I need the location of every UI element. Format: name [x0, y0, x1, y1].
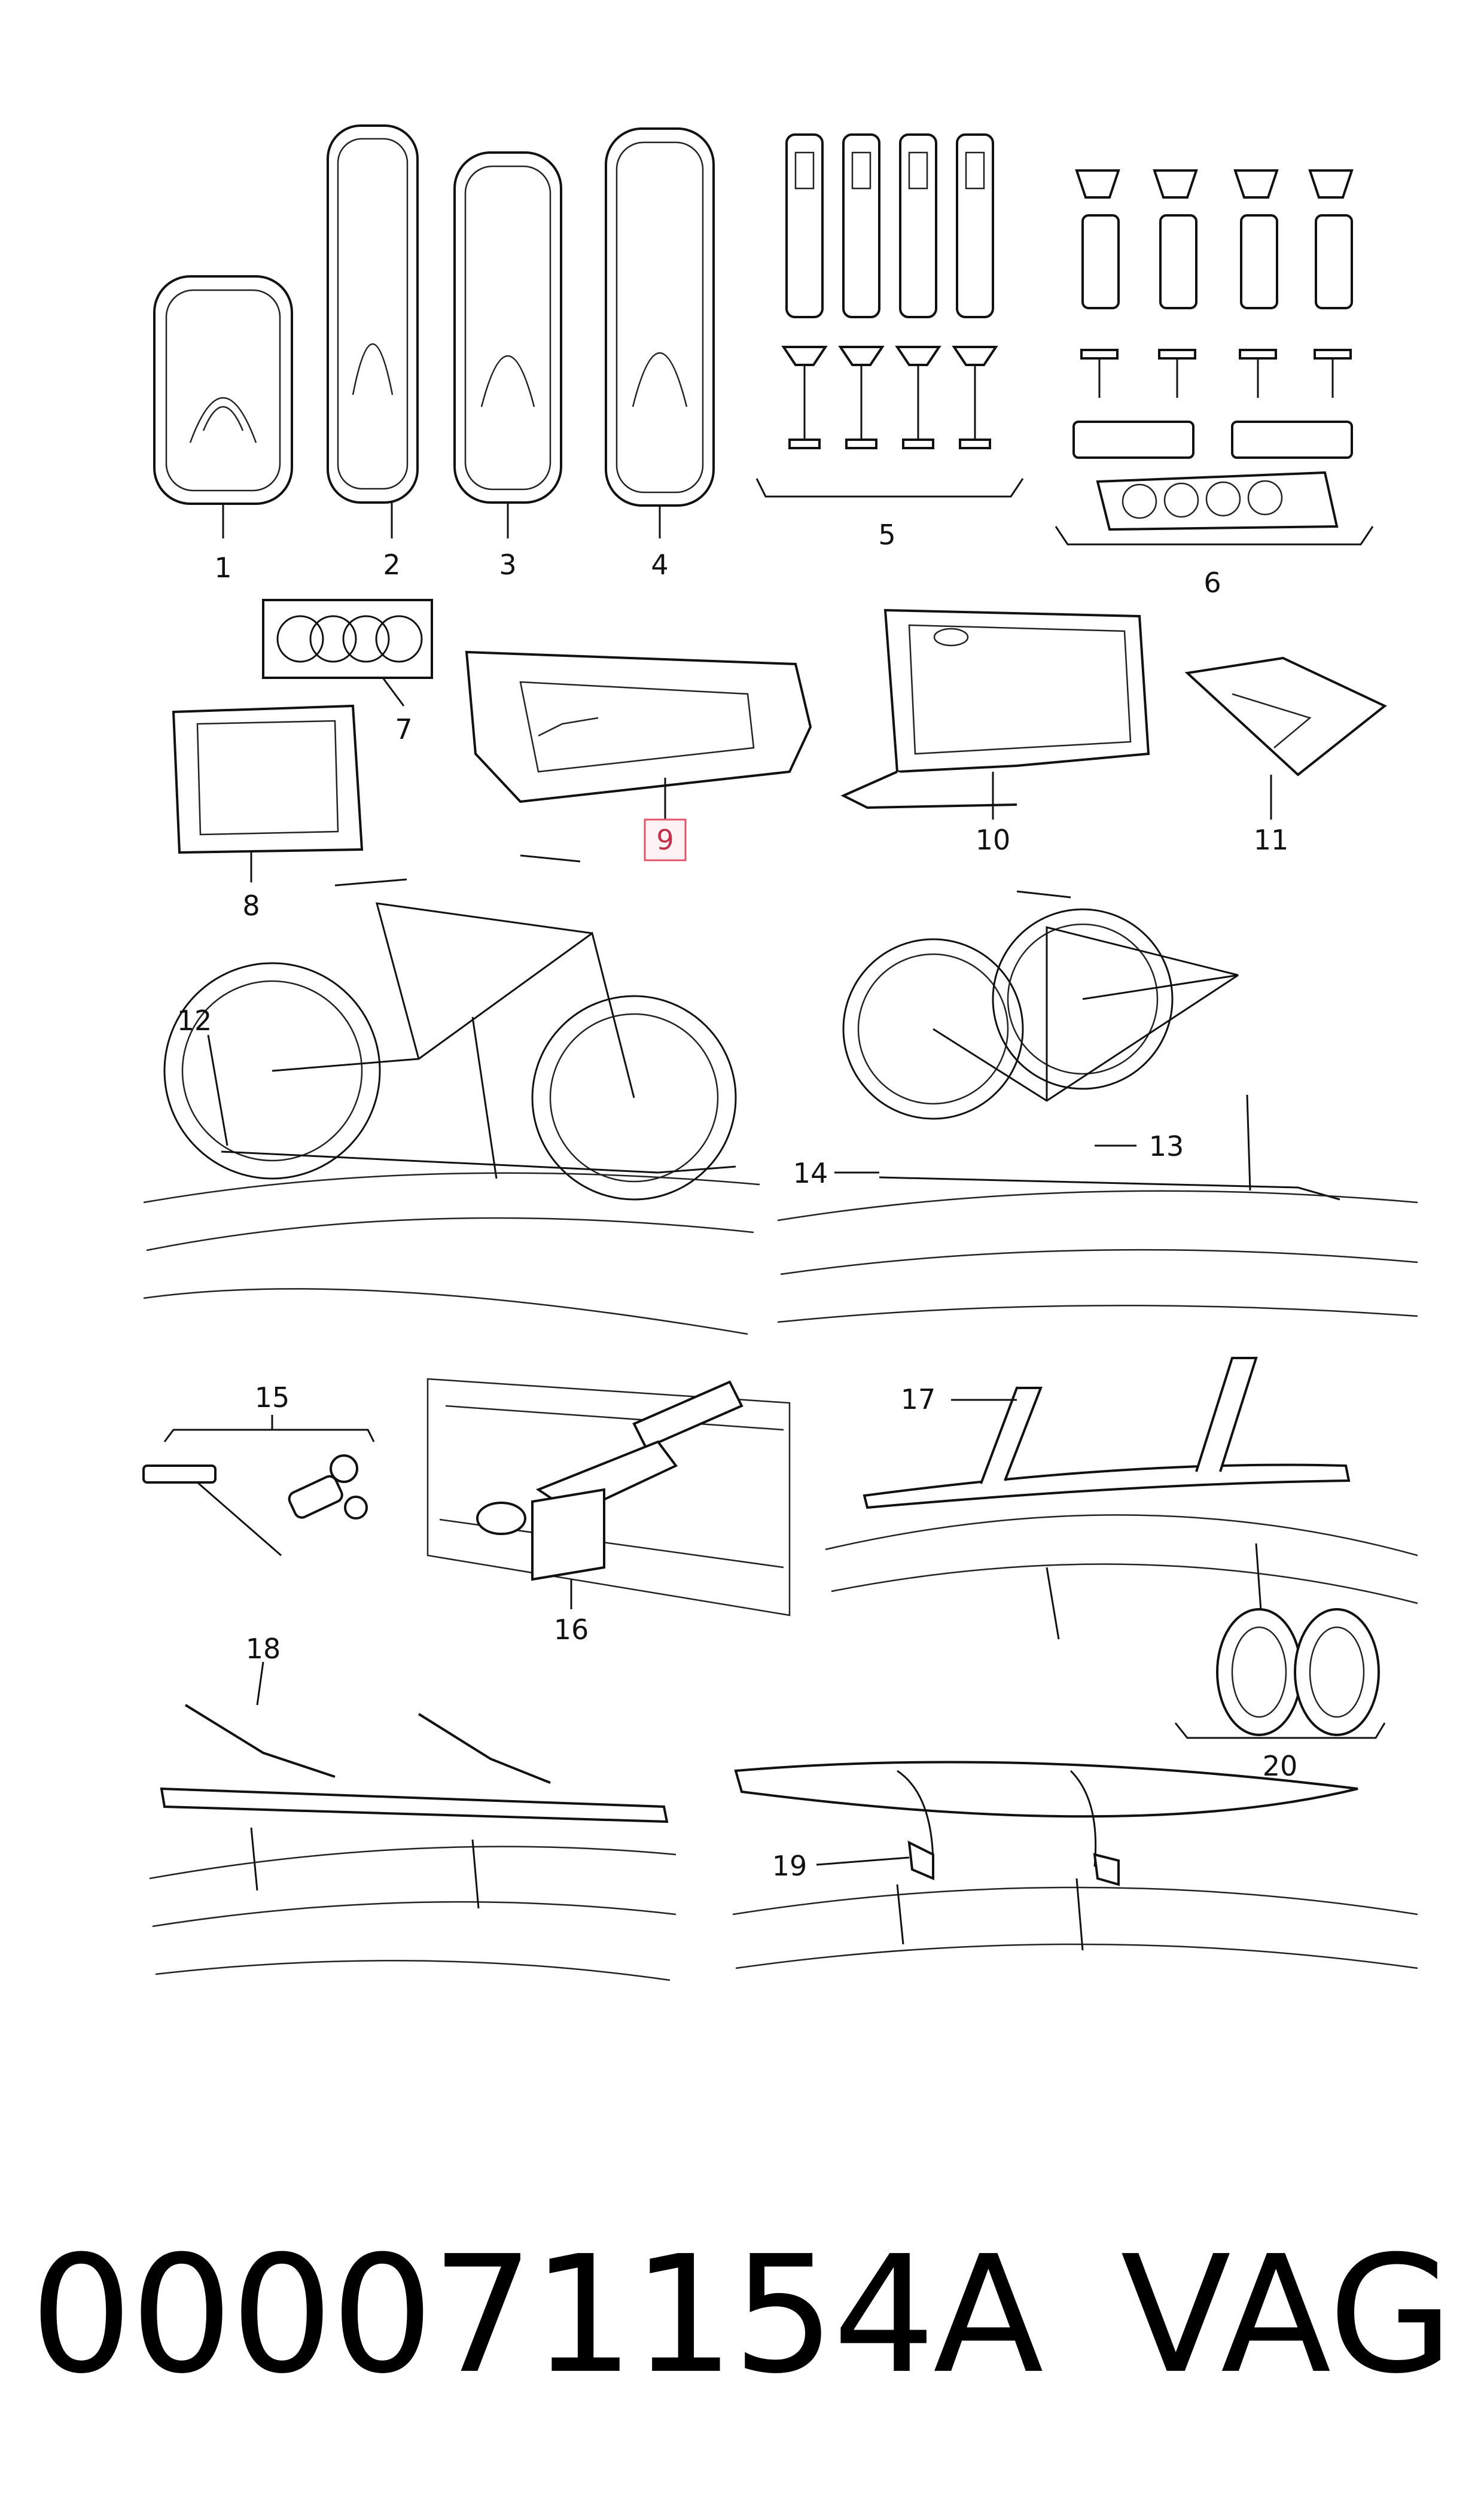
callout-7[interactable]: 7 [395, 713, 412, 745]
tie-down-straps-20 [1174, 1608, 1386, 1739]
snowboard-carrier-scene-17 [825, 1357, 1418, 1640]
mounting-kit-6 [1055, 169, 1374, 546]
kayak-carrier-scene-19 [732, 1761, 1418, 1969]
footer: 000071154A VAG [30, 2225, 1465, 2405]
roof-carrier-bag-10 [840, 608, 1150, 820]
lock-kit-15 [142, 1415, 375, 1557]
callout-20[interactable]: 20 [1263, 1750, 1298, 1782]
callout-11[interactable]: 11 [1254, 824, 1289, 856]
storage-bag-8 [172, 704, 364, 882]
rail-adapter-scene-16 [426, 1378, 791, 1616]
ski-carrier-scene-18 [149, 1661, 677, 1981]
callout-12[interactable]: 12 [177, 1004, 212, 1037]
callout-15[interactable]: 15 [255, 1381, 290, 1414]
callout-1[interactable]: 1 [214, 552, 231, 584]
roof-box-4 [605, 127, 715, 538]
callout-17[interactable]: 17 [901, 1383, 936, 1415]
callout-5[interactable]: 5 [878, 519, 895, 551]
callout-13[interactable]: 13 [1149, 1130, 1184, 1162]
roof-box-2 [327, 124, 419, 538]
callout-10[interactable]: 10 [976, 824, 1011, 856]
callout-6[interactable]: 6 [1203, 567, 1221, 599]
callout-9[interactable]: 9 [656, 824, 674, 856]
callout-18[interactable]: 18 [246, 1633, 281, 1665]
roof-bag-9 [465, 650, 812, 820]
callout-3[interactable]: 3 [499, 549, 516, 581]
part-number: 000071154A [30, 2221, 1044, 2409]
rings-badge-7 [262, 599, 433, 707]
callout-labels: 1 2 3 4 5 6 7 8 9 10 11 12 13 14 15 16 1… [177, 519, 1298, 1882]
callout-14[interactable]: 14 [793, 1157, 828, 1189]
callout-19[interactable]: 19 [772, 1850, 807, 1882]
brand-name: VAG [1120, 2221, 1453, 2409]
callout-highlight-box [644, 818, 687, 861]
mounting-kit-5 [755, 133, 1024, 498]
callout-8[interactable]: 8 [242, 890, 260, 922]
protective-mat-11 [1184, 656, 1387, 820]
roof-box-1 [153, 275, 293, 538]
callout-4[interactable]: 4 [651, 549, 668, 581]
roof-box-3 [453, 151, 562, 538]
callout-16[interactable]: 16 [554, 1613, 589, 1646]
bike-carrier-scene-13-14 [777, 890, 1418, 1323]
callout-2[interactable]: 2 [383, 549, 400, 581]
bike-carrier-scene-12 [143, 854, 760, 1335]
